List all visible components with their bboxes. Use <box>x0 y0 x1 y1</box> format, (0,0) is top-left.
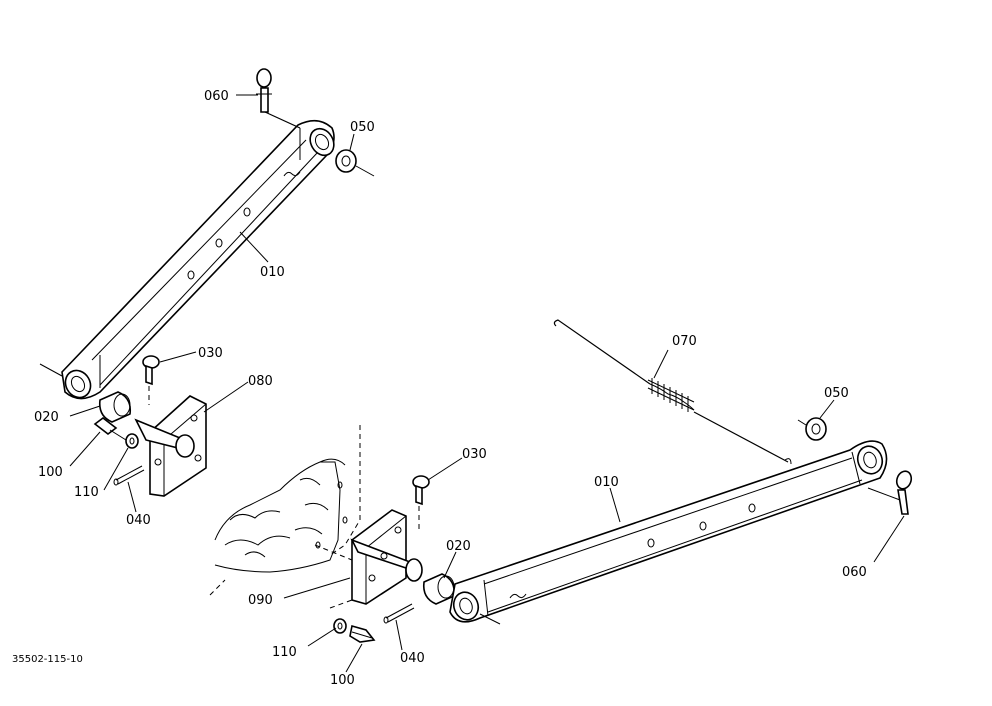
label-100-left: 100 <box>38 465 63 480</box>
lynch-pin-right <box>867 470 913 515</box>
label-060-right: 060 <box>842 565 867 580</box>
pin-left <box>142 355 160 405</box>
label-110-left: 110 <box>74 485 99 500</box>
label-040-left: 040 <box>126 513 151 528</box>
label-030-right: 030 <box>462 447 487 462</box>
lower-link-left <box>39 119 335 400</box>
bushing-left <box>98 391 132 423</box>
label-050-right: 050 <box>824 386 849 401</box>
label-110-right: 110 <box>272 645 297 660</box>
bracket-left <box>134 395 207 497</box>
bolt-left <box>93 416 127 441</box>
lower-link-right <box>449 440 888 625</box>
cotter-pin-right <box>329 599 415 624</box>
nut-left <box>125 433 139 449</box>
label-030-left: 030 <box>198 346 223 361</box>
label-020-right: 020 <box>446 539 471 554</box>
label-020-left: 020 <box>34 410 59 425</box>
label-010-top: 010 <box>260 265 285 280</box>
leader-lines <box>69 94 905 673</box>
cotter-pin-left <box>113 465 145 486</box>
pin-right <box>412 475 430 530</box>
label-040-right: 040 <box>400 651 425 666</box>
lynch-pin-top <box>256 68 301 129</box>
label-060-top: 060 <box>204 89 229 104</box>
part-labels: 060 050 010 030 080 020 100 110 040 070 … <box>12 89 867 688</box>
washer-right <box>797 417 827 441</box>
diagram-code: 35502-115-10 <box>12 654 83 665</box>
label-010-right: 010 <box>594 475 619 490</box>
label-050-top: 050 <box>350 120 375 135</box>
washer-top <box>335 149 375 177</box>
bolt-right <box>349 624 376 643</box>
label-070: 070 <box>672 334 697 349</box>
check-spring <box>553 319 792 465</box>
nut-right <box>333 618 347 634</box>
bracket-right <box>314 509 423 605</box>
bushing-right <box>422 573 456 605</box>
label-100-right: 100 <box>330 673 355 688</box>
label-080: 080 <box>248 374 273 389</box>
tractor-housing <box>209 425 361 596</box>
label-090: 090 <box>248 593 273 608</box>
